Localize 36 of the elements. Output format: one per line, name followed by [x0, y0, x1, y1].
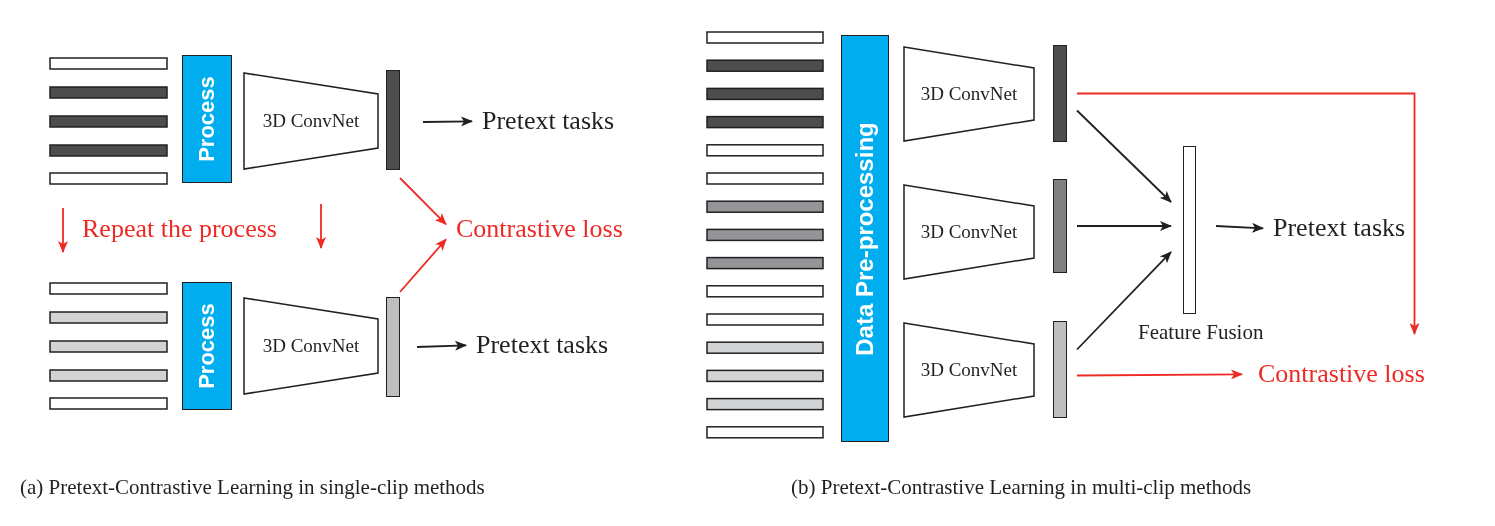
feature-bar — [1053, 321, 1067, 418]
preprocessing-block — [841, 35, 889, 442]
network-label: 3D ConvNet — [262, 110, 360, 132]
preprocessing-block — [182, 282, 232, 410]
block-label: Data Pre-processing — [851, 121, 879, 356]
fusion-caption: Feature Fusion — [1138, 320, 1264, 345]
arrow — [416, 340, 467, 351]
loss-label: Contrastive loss — [1258, 360, 1425, 389]
arrow — [399, 238, 447, 293]
task-label: Pretext tasks — [1273, 214, 1406, 243]
network-label: 3D ConvNet — [262, 335, 360, 357]
block-label: Process — [194, 76, 220, 162]
preprocessing-block — [182, 55, 232, 183]
network-label: 3D ConvNet — [920, 221, 1018, 243]
figure-caption: (a) Pretext-Contrastive Learning in single-clip methods — [20, 475, 485, 500]
feature-bar — [1053, 179, 1067, 273]
arrow — [422, 116, 473, 127]
arrow — [1215, 222, 1264, 233]
arrow — [1076, 221, 1172, 231]
feature-bar — [386, 297, 400, 397]
repeat-note: Repeat the process — [82, 214, 277, 244]
arrow — [399, 177, 447, 226]
arrow — [1076, 92, 1420, 335]
figure-caption: (b) Pretext-Contrastive Learning in multi-clip methods — [791, 475, 1252, 500]
feature-bar — [386, 70, 400, 170]
task-label: Pretext tasks — [482, 107, 615, 136]
feature-bar — [1183, 146, 1196, 314]
block-label: Process — [194, 303, 220, 389]
task-label: Pretext tasks — [476, 331, 609, 360]
arrow — [1076, 109, 1172, 203]
network-label: 3D ConvNet — [920, 359, 1018, 381]
loss-label: Contrastive loss — [456, 215, 623, 244]
feature-bar — [1053, 45, 1067, 142]
network-label: 3D ConvNet — [920, 83, 1018, 105]
arrow — [1076, 251, 1172, 351]
arrow — [1076, 369, 1243, 380]
